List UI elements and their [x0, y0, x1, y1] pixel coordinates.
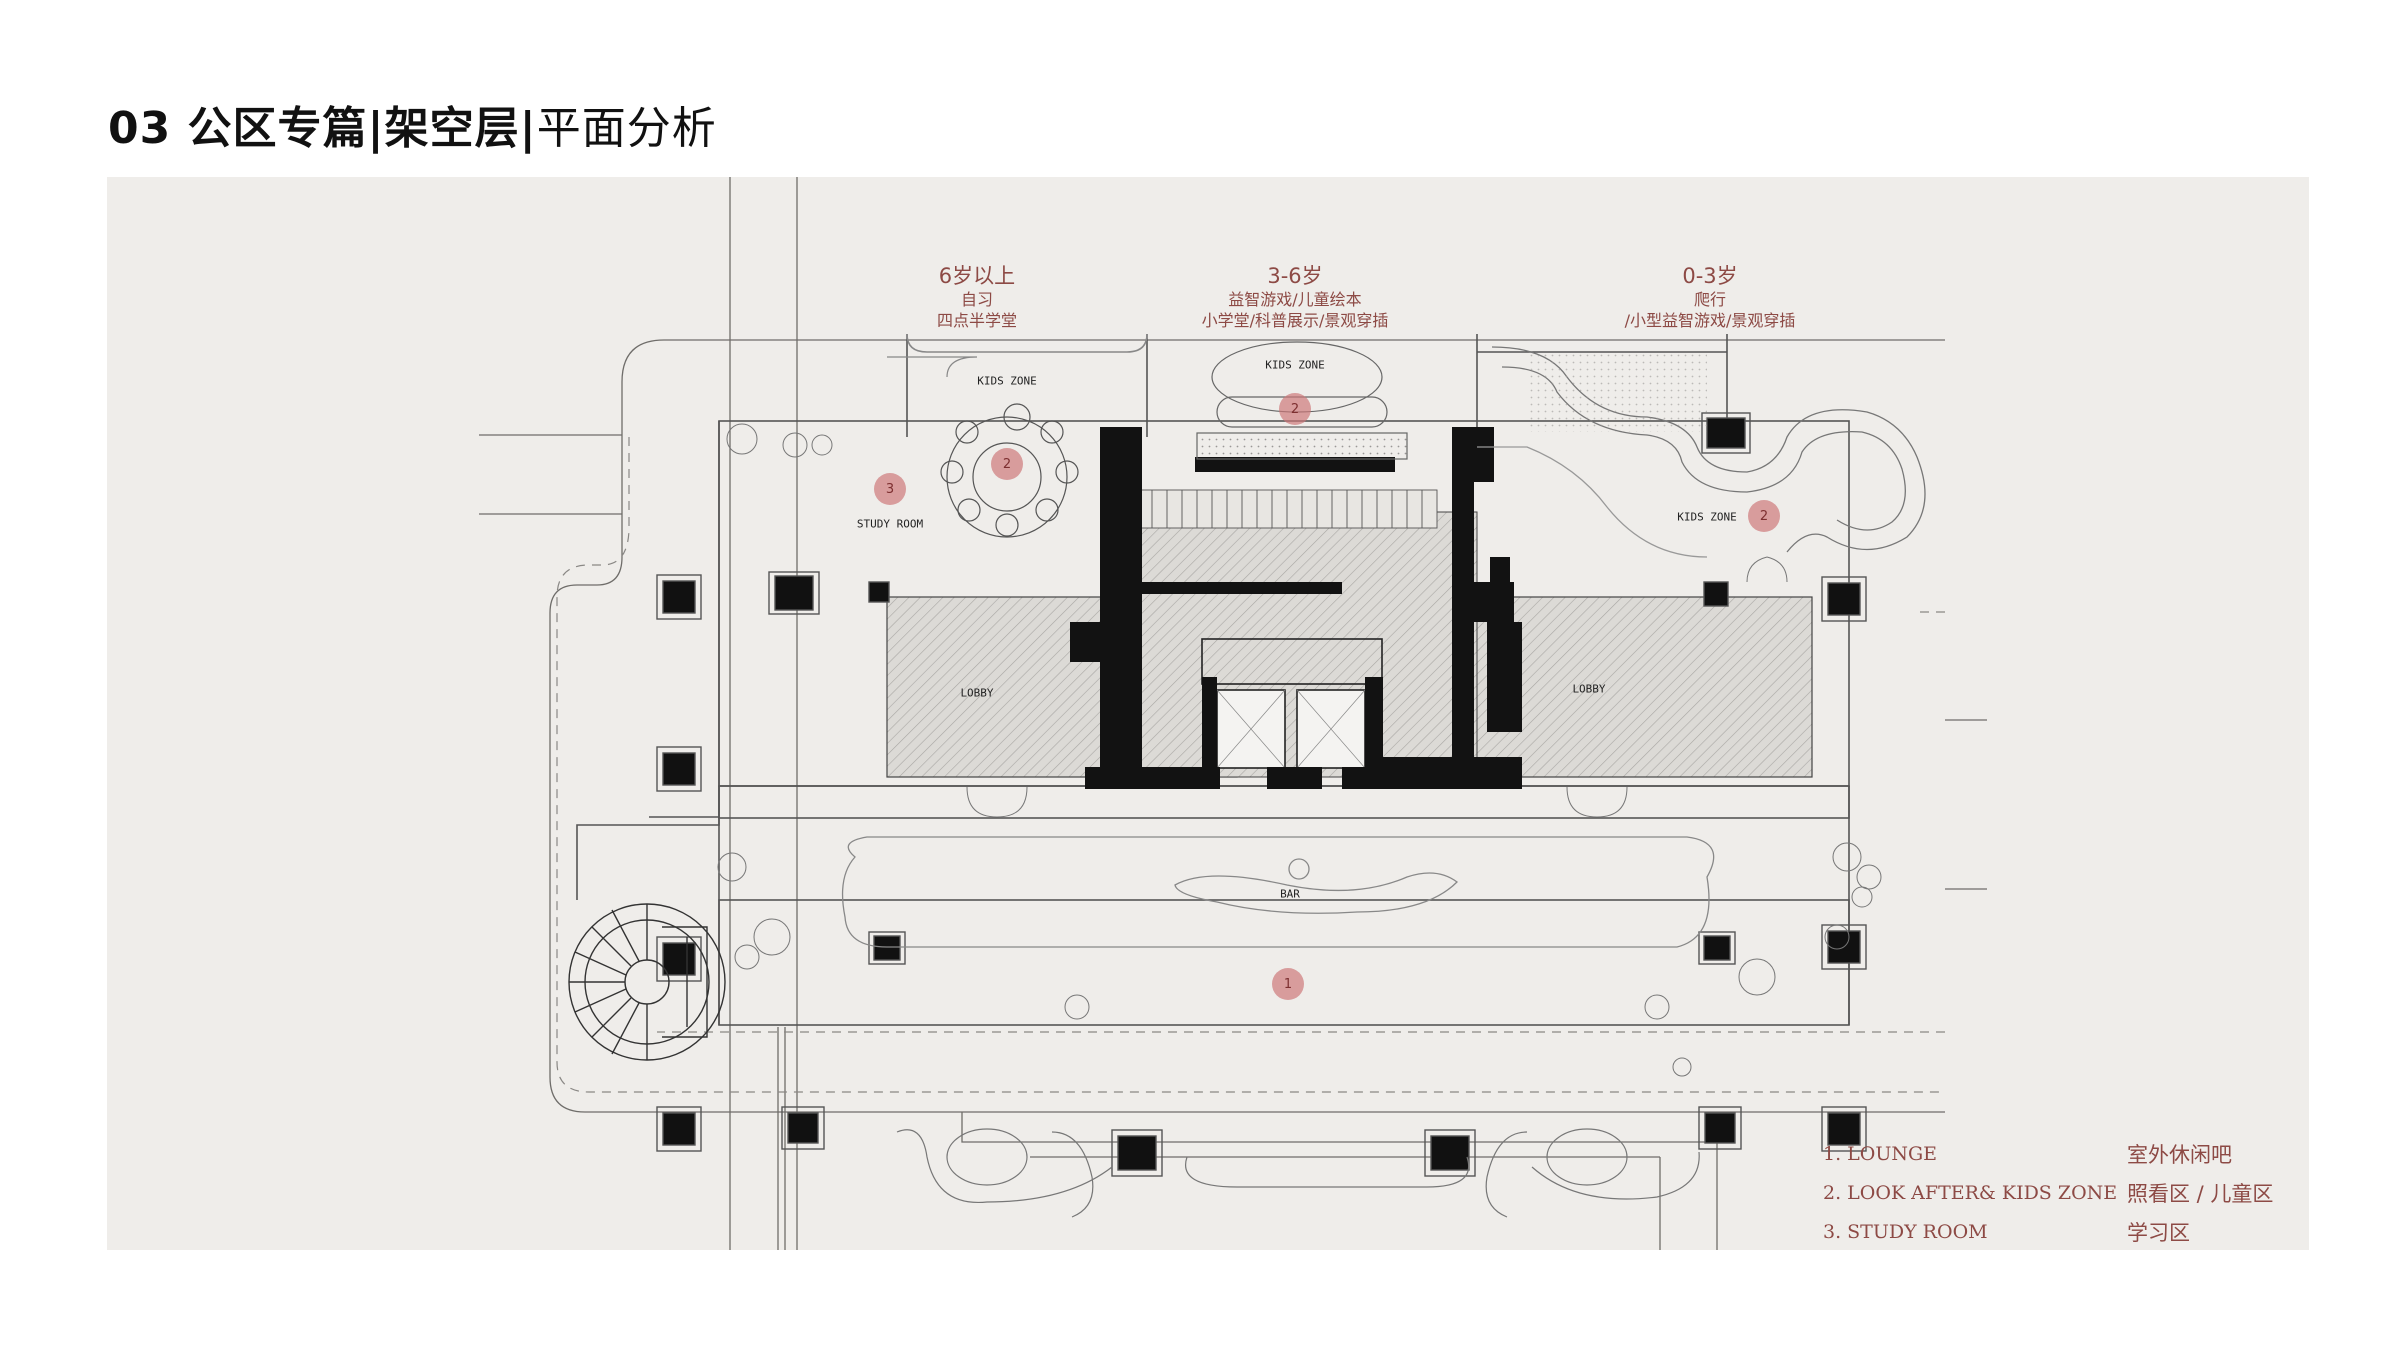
- marker-kids-mid: 2: [1279, 393, 1311, 425]
- lobby-right-floor: [1466, 596, 1813, 778]
- room-label-kids-left: KIDS ZONE: [977, 374, 1037, 388]
- elevator-shafts: [1201, 638, 1383, 769]
- legend: 1. LOUNGE 室外休闲吧 2. LOOK AFTER& KIDS ZONE…: [1823, 1139, 2303, 1256]
- room-label-lobby-left: LOBBY: [960, 686, 994, 700]
- legend-en: 3. STUDY ROOM: [1823, 1221, 1988, 1243]
- room-label-kids-mid: KIDS ZONE: [1265, 358, 1325, 372]
- legend-cn: 室外休闲吧: [2127, 1143, 2232, 1167]
- legend-row: 2. LOOK AFTER& KIDS ZONE 照看区 / 儿童区: [1823, 1178, 2303, 1217]
- room-label-lobby-right: LOBBY: [1572, 682, 1606, 696]
- zone-desc-2: 四点半学堂: [936, 311, 1018, 330]
- zone-age: 0-3岁: [1682, 264, 1738, 288]
- lounge-seating: [896, 1128, 1700, 1218]
- bar-counter: [841, 836, 1715, 948]
- zone-label-0to3: 0-3岁 爬行 /小型益智游戏/景观穿插: [1625, 263, 1796, 331]
- kids-garden-right: [1477, 346, 1926, 558]
- core-walls: [1070, 427, 1522, 789]
- zone-desc-1: 自习: [960, 290, 994, 309]
- columns: [656, 412, 1867, 1177]
- floor-plan-drawing: [479, 177, 1987, 1250]
- legend-en: 2. LOOK AFTER& KIDS ZONE: [1823, 1182, 2118, 1204]
- marker-kids-left: 2: [991, 448, 1023, 480]
- marker-lounge: 1: [1272, 968, 1304, 1000]
- doors: [966, 556, 1788, 818]
- marker-study: 3: [874, 473, 906, 505]
- marker-kids-right: 2: [1748, 500, 1780, 532]
- title-light: 平面分析: [536, 103, 717, 154]
- room-label-study: STUDY ROOM: [856, 517, 924, 531]
- legend-row: 3. STUDY ROOM 学习区: [1823, 1217, 2303, 1256]
- zone-desc-1: 爬行: [1693, 290, 1727, 309]
- kids-play-left: [887, 356, 1079, 538]
- title-bold: 03 公区专篇|架空层|: [108, 103, 537, 154]
- kids-play-mid: [1196, 341, 1408, 460]
- legend-cn: 学习区: [2127, 1221, 2190, 1245]
- legend-en: 1. LOUNGE: [1823, 1143, 1938, 1165]
- room-label-bar: BAR: [1280, 887, 1300, 901]
- floor-plan-panel: 6岁以上 自习 四点半学堂 3-6岁 益智游戏/儿童绘本 小学堂/科普展示/景观…: [107, 177, 2309, 1250]
- zone-label-3to6: 3-6岁 益智游戏/儿童绘本 小学堂/科普展示/景观穿插: [1202, 263, 1389, 331]
- planting: [717, 423, 1882, 1077]
- zone-age: 6岁以上: [938, 264, 1016, 288]
- dashed-boundary: [556, 437, 1945, 1093]
- legend-cn: 照看区 / 儿童区: [2127, 1182, 2274, 1206]
- site-lines: [479, 177, 1987, 1250]
- page-title: 03 公区专篇|架空层|平面分析: [108, 92, 717, 156]
- legend-row: 1. LOUNGE 室外休闲吧: [1823, 1139, 2303, 1178]
- core-stairs: [1136, 489, 1438, 529]
- zone-desc-2: /小型益智游戏/景观穿插: [1624, 311, 1796, 330]
- spiral-stair: [568, 903, 726, 1061]
- zone-desc-1: 益智游戏/儿童绘本: [1228, 290, 1362, 309]
- zone-label-6plus: 6岁以上 自习 四点半学堂: [937, 263, 1017, 331]
- zone-desc-2: 小学堂/科普展示/景观穿插: [1201, 311, 1389, 330]
- zone-age: 3-6岁: [1267, 264, 1323, 288]
- room-label-kids-right: KIDS ZONE: [1677, 510, 1737, 524]
